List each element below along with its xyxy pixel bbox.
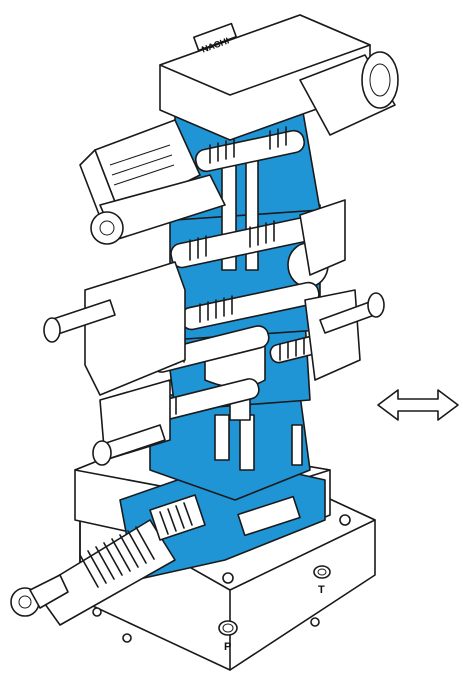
port-t-label: T: [318, 584, 325, 596]
pilot-valve-body: NACHI: [79, 14, 399, 231]
adjust-screw-left-lower: [92, 424, 166, 466]
double-arrow-horizontal-icon: [377, 389, 459, 421]
solenoid-detail: [109, 144, 175, 186]
port-p-label: P: [224, 641, 231, 653]
adjust-screw-left-upper: [43, 299, 116, 343]
solenoid-spool-main: [90, 174, 226, 245]
spool-upper: [194, 126, 306, 173]
port-t: T: [313, 565, 331, 596]
port-p: P: [218, 620, 238, 653]
adjust-screw-right: [319, 292, 385, 334]
relief-valve-spring: [10, 494, 206, 626]
